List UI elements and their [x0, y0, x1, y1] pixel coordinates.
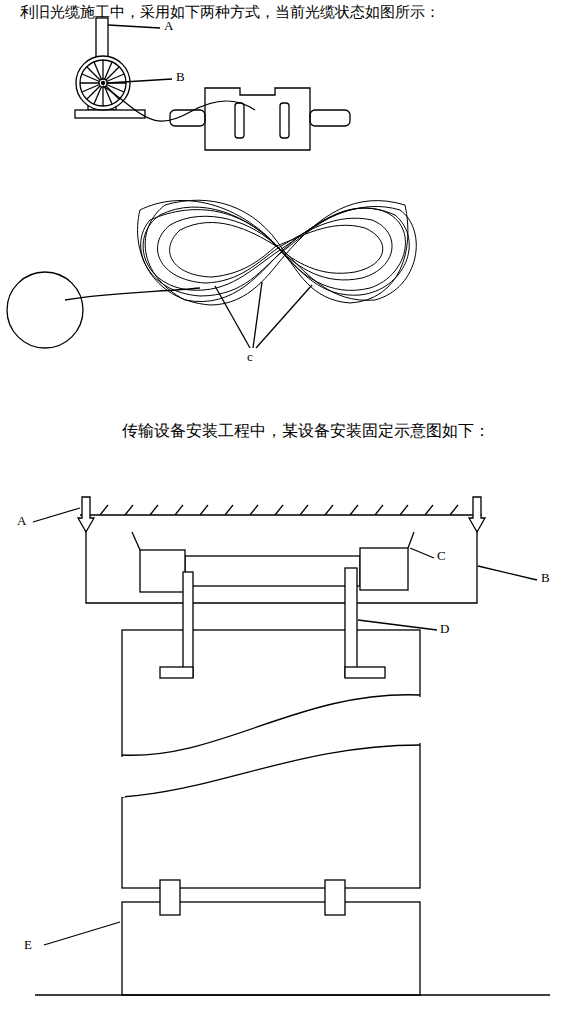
cable-machine: [170, 88, 350, 150]
drawing-path: [145, 200, 416, 301]
drawing-line: [80, 514, 482, 515]
drawing-path: [170, 222, 383, 277]
drawing-line: [108, 25, 160, 28]
drawing-rect: [235, 103, 244, 138]
drawing-path: [138, 200, 408, 305]
leader-line: [33, 508, 537, 945]
floor: [35, 994, 550, 995]
drawing-line: [375, 505, 383, 515]
drawing-rect: [170, 110, 205, 126]
drawing-rect: [122, 902, 420, 995]
figure-eight-coil: [138, 200, 417, 305]
drawing-line: [33, 508, 80, 522]
callout-letter: E: [24, 938, 32, 953]
drawing-line: [358, 620, 437, 630]
drawing-rect: [119, 757, 125, 797]
callout-letter: B: [176, 70, 185, 85]
callout-letter: B: [541, 571, 550, 586]
drawing-rect: [310, 110, 350, 126]
drawing-line: [410, 548, 434, 558]
drawing-line: [253, 282, 262, 348]
drawing-line: [175, 505, 183, 515]
drawing-line: [400, 505, 408, 515]
drawing-line: [200, 505, 208, 515]
drawing-line: [225, 505, 233, 515]
drawing-rect: [360, 548, 408, 590]
drawing-path: [205, 88, 310, 150]
drawing-line: [125, 505, 133, 515]
leader-line: [107, 25, 172, 83]
drawing-rect: [183, 572, 193, 677]
drawing-path: [158, 216, 393, 283]
drawing-rect: [160, 880, 180, 915]
base: [122, 880, 420, 995]
drawing-line: [425, 505, 433, 515]
callout-letter: A: [164, 19, 173, 34]
drawing-line: [150, 505, 158, 515]
drawing-path: [78, 497, 94, 532]
drawing-rect: [280, 103, 289, 138]
drawing-rect: [185, 556, 360, 586]
drawing-rect: [122, 630, 420, 888]
drawing-rect: [417, 697, 423, 743]
callout-letter: C: [437, 549, 446, 564]
heading: 利旧光缆施工中，采用如下两种方式，当前光缆状态如图所示：: [20, 4, 440, 21]
ceiling: [80, 505, 482, 515]
callout-letter: D: [440, 622, 449, 637]
drawing-line: [478, 566, 537, 580]
mounting-bracket: [160, 568, 385, 678]
drawing-line: [215, 286, 250, 348]
drawing-path: [122, 695, 420, 756]
drawing-line: [256, 285, 312, 348]
drawing-line: [100, 505, 108, 515]
equipment-rack: [119, 630, 423, 888]
drawing-rect: [345, 667, 385, 678]
drawing-circle: [102, 82, 105, 85]
drawing-rect: [140, 550, 185, 592]
drawing-line: [107, 79, 172, 83]
heading: 传输设备安装工程中，某设备安装固定示意图如下：: [122, 422, 490, 440]
drawing-line: [325, 505, 333, 515]
drawing-line: [102, 60, 103, 106]
cable-drum: [7, 272, 83, 348]
drawing-line: [350, 505, 358, 515]
support-beam: [132, 532, 414, 592]
anchor-bolt: [78, 497, 485, 532]
drawing-rect: [75, 110, 145, 118]
drawing-line: [82, 74, 124, 92]
drawing-rect: [325, 880, 345, 915]
drawing-line: [275, 505, 283, 515]
drawing-line: [408, 532, 414, 548]
hanger-frame: [86, 530, 477, 603]
drawing-path: [141, 208, 410, 296]
drawing-path: [122, 745, 420, 797]
cable-reel: [75, 18, 145, 118]
callout-letter: A: [17, 514, 26, 529]
drawing-line: [44, 922, 120, 945]
drawing-line: [450, 505, 458, 515]
drawing-rect: [345, 568, 357, 677]
drawing-line: [300, 505, 308, 515]
leader-line: [215, 282, 312, 348]
drawing-path: [143, 207, 405, 290]
drawing-circle: [76, 56, 130, 110]
drawing-line: [132, 532, 140, 550]
optical-cable: [103, 86, 255, 121]
drawing-circle: [80, 60, 126, 106]
drawing-line: [82, 74, 124, 92]
drawing-path: [469, 497, 485, 532]
callout-letter: c: [247, 350, 253, 365]
drawing-circle: [99, 79, 107, 87]
drawing-rect: [160, 667, 193, 678]
drawing-line: [250, 505, 258, 515]
